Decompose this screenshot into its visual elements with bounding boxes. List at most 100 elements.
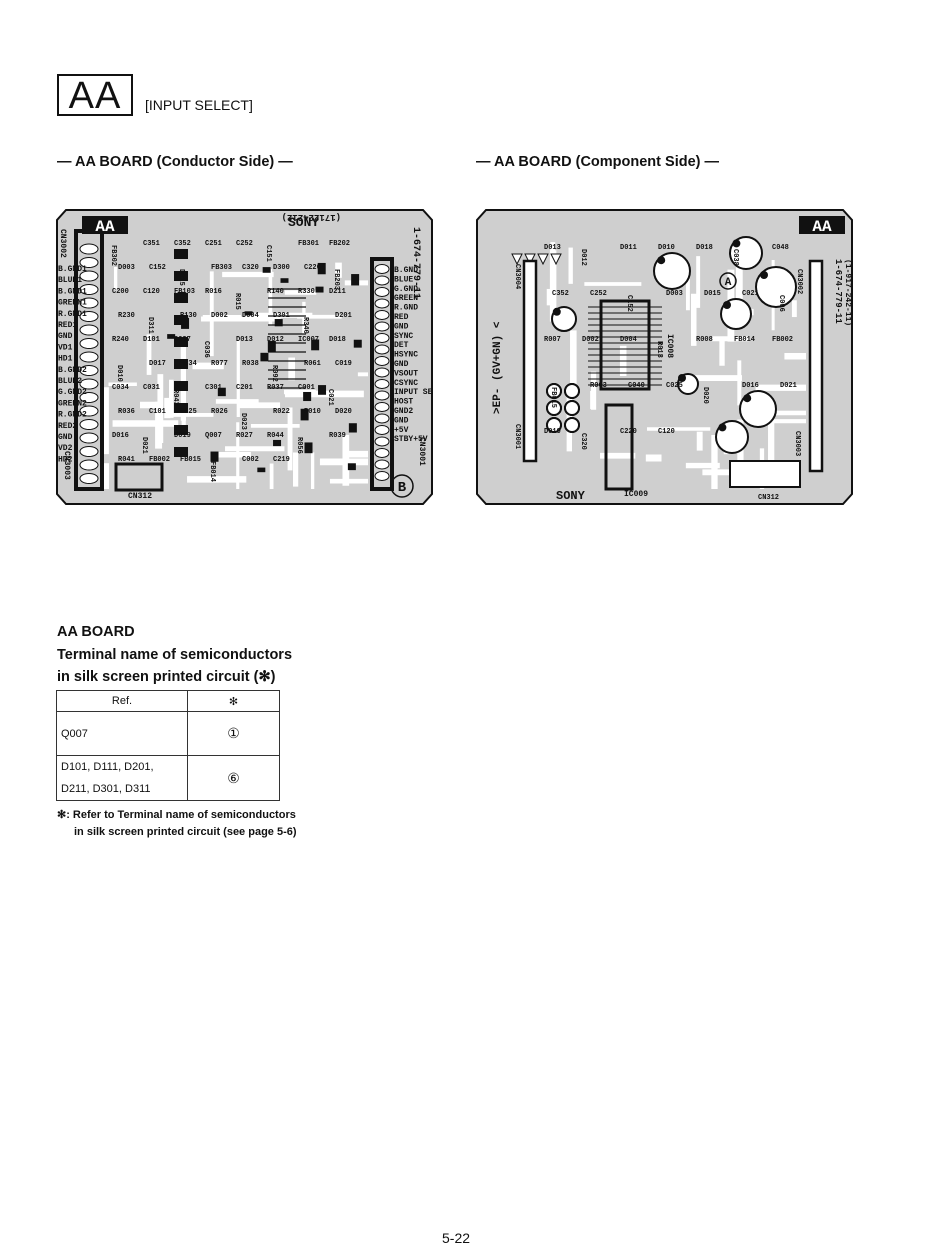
component-label: IC007 xyxy=(298,336,319,344)
smd-pad xyxy=(273,439,282,447)
left-pin-label: GND xyxy=(58,332,73,341)
component-label: C251 xyxy=(205,240,222,248)
circle-mark xyxy=(390,474,414,498)
connector-pad xyxy=(79,257,99,268)
connector-pad xyxy=(374,310,390,320)
component-label: R038 xyxy=(242,360,259,368)
component-side-pcb: AA SONY 1-674-779-11 (1-917-242-11) >EP-… xyxy=(476,209,853,505)
right-pin-label: DET xyxy=(394,341,409,350)
diode-pad xyxy=(174,425,188,435)
row-ref: Q007 xyxy=(56,711,188,756)
component-label: D016 xyxy=(112,432,129,440)
connector-pad xyxy=(79,378,99,390)
connector-pad xyxy=(79,392,99,403)
right-pin-label: HOST xyxy=(394,398,413,407)
row-mark: ① xyxy=(187,711,280,756)
right-pin-label: BLUE xyxy=(394,275,413,284)
connector-pad xyxy=(374,390,390,401)
component-label: R015 xyxy=(233,293,241,310)
component-label: C025 xyxy=(666,382,683,390)
left-pin-label: GND xyxy=(58,433,73,442)
component-label: R130 xyxy=(180,312,197,320)
component-label: C201 xyxy=(236,384,253,392)
component-label: D018 xyxy=(329,336,346,344)
diode-symbol xyxy=(511,253,523,266)
component-label: C220 xyxy=(620,428,637,436)
component-label: D002 xyxy=(582,336,599,344)
conductor-side-svg: AA SONY (171224212) 1-674-779-11 CN3002 … xyxy=(56,209,433,505)
component-label: C219 xyxy=(273,456,290,464)
section-title: AA BOARD xyxy=(57,624,135,640)
smd-pad xyxy=(274,319,283,327)
connector-label: CN3002 xyxy=(795,269,803,294)
connector-pad xyxy=(79,243,99,255)
board-outline xyxy=(56,209,433,505)
component-label: C120 xyxy=(658,428,675,436)
component-label: C031 xyxy=(143,384,160,392)
right-pin-label: GND2 xyxy=(394,407,413,416)
component-label: C301 xyxy=(205,384,222,392)
component-label: R230 xyxy=(118,312,135,320)
smd-pad xyxy=(304,442,313,454)
component-label: R016 xyxy=(205,288,222,296)
left-pin-label: R.GND2 xyxy=(58,411,87,420)
right-pin-label: +5V xyxy=(394,426,409,435)
connector-pad xyxy=(374,367,390,378)
component-label: D017 xyxy=(149,360,166,368)
component-label: C021 xyxy=(742,290,759,298)
left-pads xyxy=(79,243,99,484)
connector-pad xyxy=(79,297,99,309)
connector-pad xyxy=(374,425,390,435)
component-label: FB301 xyxy=(298,240,319,248)
component-label: R008 xyxy=(696,336,713,344)
connector-pad xyxy=(79,365,99,376)
component-label: C021 xyxy=(326,389,334,406)
left-pin-labels: B.GND1BLUE1B.GND1GREEN1R.GND1RED1GNDVD1H… xyxy=(58,265,87,464)
left-pin-label: G.GND2 xyxy=(58,388,87,397)
connector-pad xyxy=(79,351,99,363)
left-pin-label: HD2 xyxy=(58,455,73,464)
component-label: D012 xyxy=(579,249,587,266)
smd-pad xyxy=(353,339,362,348)
component-label: R037 xyxy=(267,384,284,392)
connector-pad xyxy=(374,448,390,458)
diode-pad xyxy=(174,293,188,303)
left-pin-label: VD2 xyxy=(58,444,73,453)
left-pin-label: BLUE1 xyxy=(58,276,82,285)
component-label: R010 xyxy=(304,408,321,416)
component-label: D010 xyxy=(658,244,675,252)
left-connector-label: CN3002 xyxy=(58,229,67,258)
right-pin-label: CSYNC xyxy=(394,379,418,388)
component-label: C006 xyxy=(777,295,785,312)
part-number-label: 1-674-779-11 xyxy=(410,227,421,299)
component-label: R044 xyxy=(267,432,284,440)
smd-pad xyxy=(257,467,266,473)
component-label: C200 xyxy=(112,288,129,296)
capacitor-polarity-dot xyxy=(760,271,768,279)
ferrite-bead xyxy=(546,417,562,433)
diode-pad xyxy=(174,403,188,413)
header-mark: ✻ xyxy=(187,690,280,712)
smd-pad xyxy=(167,334,176,339)
connector-pad xyxy=(374,298,390,309)
component-label: C048 xyxy=(772,244,789,252)
left-pin-label: BLUE2 xyxy=(58,377,82,386)
component-label: C034 xyxy=(112,384,129,392)
row-mark: ⑥ xyxy=(187,755,280,801)
smd-pad xyxy=(262,267,271,273)
row-ref-line1: D101, D111, D201, xyxy=(61,761,154,773)
component-label: C037 xyxy=(174,336,191,344)
right-pin-label: G.GND xyxy=(394,285,418,294)
table-row: Q007 ① xyxy=(56,711,280,756)
capacitor-polarity-dot xyxy=(732,239,741,248)
component-label: D004 xyxy=(620,336,637,344)
right-connector-label: CN3001 xyxy=(417,437,426,466)
component-label: D023 xyxy=(239,413,247,430)
right-pads xyxy=(374,264,390,481)
diode-pad xyxy=(174,337,188,347)
sideways-text: >EP- (GV+GN) < xyxy=(492,321,504,414)
conductor-side-pcb: AA SONY (171224212) 1-674-779-11 CN3002 … xyxy=(56,209,433,505)
component-label: R026 xyxy=(211,408,228,416)
